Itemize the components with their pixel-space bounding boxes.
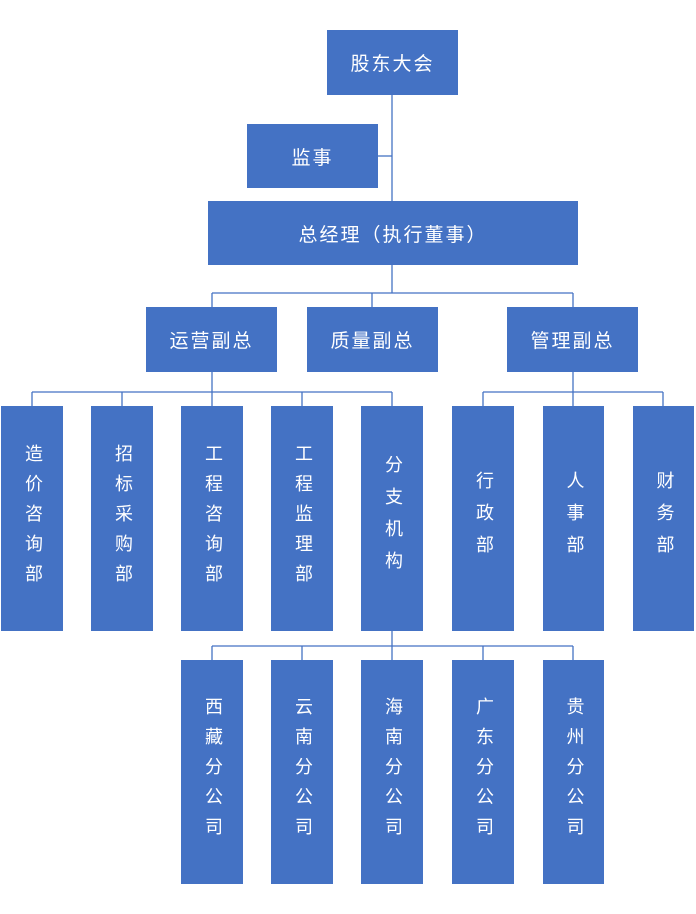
yunnan-branch-box: 云南分公司: [271, 660, 333, 884]
guizhou-branch-label: 贵州分公司: [563, 697, 585, 847]
general-manager-box: 总经理（执行董事）: [208, 201, 578, 265]
operations-vp-box: 运营副总: [146, 307, 277, 372]
branches-label: 分支机构: [382, 454, 403, 583]
guizhou-branch-box: 贵州分公司: [543, 660, 604, 884]
administration-dept-box: 行政部: [452, 406, 514, 631]
tibet-branch-box: 西藏分公司: [181, 660, 243, 884]
general-manager-label: 总经理（执行董事）: [298, 223, 488, 246]
engineering-supervision-dept-box: 工程监理部: [271, 406, 333, 631]
engineering-consulting-dept-label: 工程咨询部: [202, 443, 223, 594]
branches-box: 分支机构: [361, 406, 423, 631]
yunnan-branch-label: 云南分公司: [292, 697, 313, 847]
operations-vp-label: 运营副总: [169, 330, 254, 352]
management-vp-box: 管理副总: [507, 307, 638, 372]
quality-vp-box: 质量副总: [307, 307, 438, 372]
shareholders-meeting-box: 股东大会: [327, 30, 458, 95]
bidding-procurement-dept-label: 招标采购部: [112, 443, 133, 594]
guangdong-branch-label: 广东分公司: [473, 697, 494, 847]
hainan-branch-label: 海南分公司: [382, 697, 403, 847]
supervisor-box: 监事: [247, 124, 378, 188]
hr-dept-label: 人事部: [563, 470, 585, 567]
finance-dept-label: 财务部: [653, 470, 675, 567]
cost-consulting-dept-box: 造价咨询部: [1, 406, 63, 631]
administration-dept-label: 行政部: [473, 470, 494, 567]
hainan-branch-box: 海南分公司: [361, 660, 423, 884]
guangdong-branch-box: 广东分公司: [452, 660, 514, 884]
management-vp-label: 管理副总: [530, 330, 615, 352]
shareholders-meeting-label: 股东大会: [350, 53, 435, 75]
hr-dept-box: 人事部: [543, 406, 604, 631]
engineering-consulting-dept-box: 工程咨询部: [181, 406, 243, 631]
finance-dept-box: 财务部: [633, 406, 694, 631]
supervisor-label: 监事: [291, 146, 334, 169]
quality-vp-label: 质量副总: [330, 330, 415, 352]
cost-consulting-dept-label: 造价咨询部: [22, 443, 43, 594]
engineering-supervision-dept-label: 工程监理部: [292, 443, 313, 594]
bidding-procurement-dept-box: 招标采购部: [91, 406, 153, 631]
tibet-branch-label: 西藏分公司: [202, 697, 223, 847]
